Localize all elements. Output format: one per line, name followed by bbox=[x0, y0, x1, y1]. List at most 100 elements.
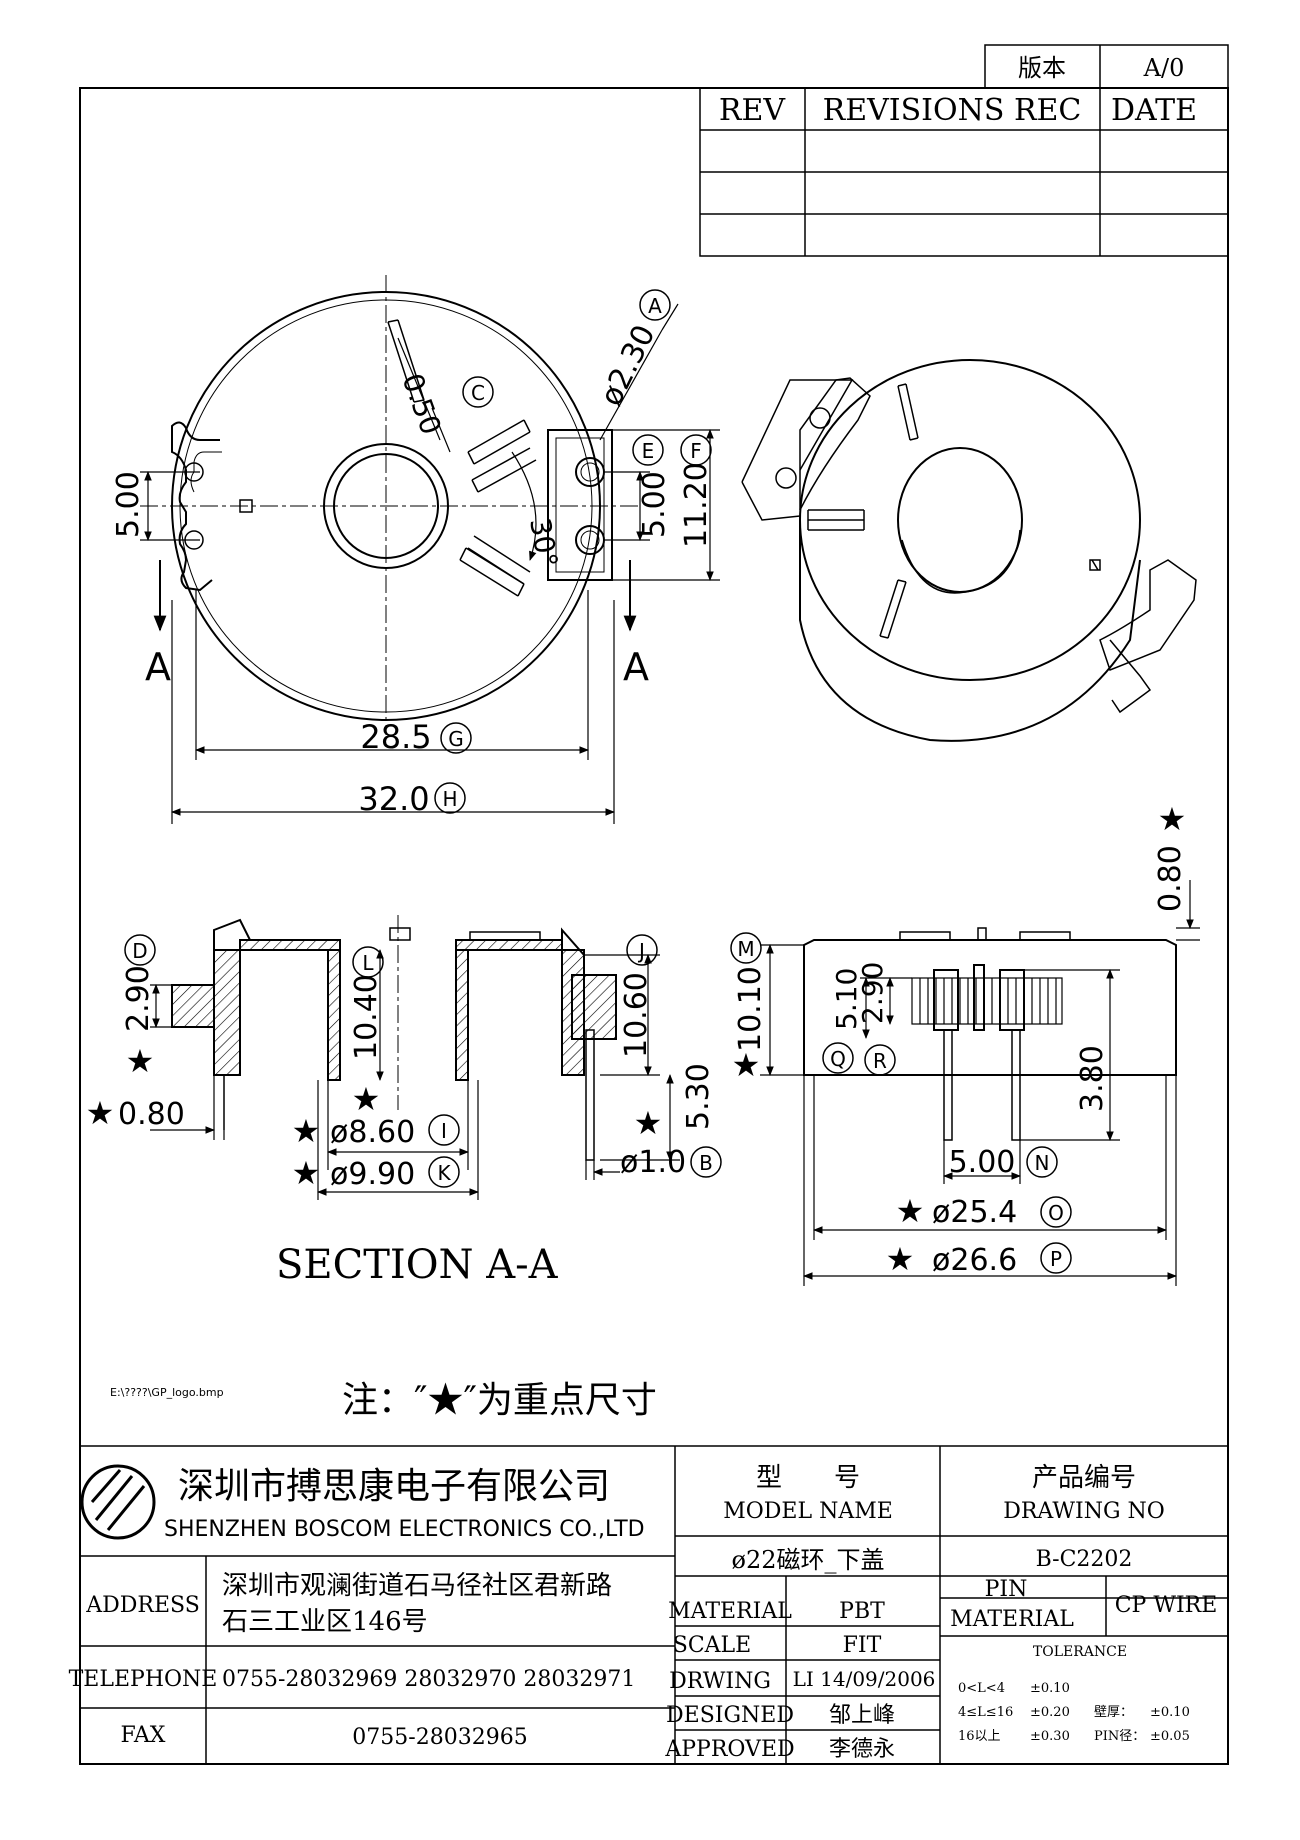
circle-k-marker bbox=[428, 1156, 460, 1188]
side-view bbox=[803, 927, 1177, 1141]
label-circle-h: H bbox=[442, 787, 457, 811]
circle-g-marker bbox=[440, 722, 472, 754]
dim-266: ø26.6 bbox=[932, 1243, 1017, 1278]
dim-500-left: 5.00 bbox=[111, 471, 146, 538]
star-290-left: ★ bbox=[126, 1042, 155, 1080]
model-name-cn: 型 号 bbox=[756, 1463, 860, 1493]
label-circle-m: M bbox=[737, 937, 754, 961]
label-circle-k: K bbox=[437, 1161, 451, 1185]
company-name-en: SHENZHEN BOSCOM ELECTRONICS CO.,LTD bbox=[164, 1517, 645, 1542]
revision-table bbox=[699, 87, 1229, 257]
tol-row1-range: 0<L<4 bbox=[958, 1681, 1005, 1696]
drawing-no-cn: 产品编号 bbox=[1032, 1463, 1136, 1493]
drawing-no-value: B-C2202 bbox=[1036, 1547, 1133, 1572]
tol-row2-range: 4≤L≤16 bbox=[958, 1705, 1013, 1720]
dim-1010: 10.10 bbox=[733, 966, 768, 1052]
tol-row3-pin: PIN径： bbox=[1094, 1729, 1145, 1744]
revisions-rec-header: REVISIONS REC bbox=[823, 93, 1082, 128]
dim-530: 5.30 bbox=[681, 1063, 716, 1130]
circle-b-marker bbox=[690, 1146, 722, 1178]
dim-290-right: 2.90 bbox=[856, 962, 889, 1024]
telephone-value: 0755-28032969 28032970 28032971 bbox=[222, 1667, 635, 1692]
dim-320: 32.0 bbox=[358, 780, 429, 818]
dim-050: 0.50 bbox=[395, 369, 447, 439]
star-10: ★ bbox=[634, 1104, 663, 1142]
star-254: ★ bbox=[896, 1192, 925, 1230]
sheet-border bbox=[79, 87, 1229, 1765]
section-marker-right: A bbox=[623, 645, 649, 689]
circle-i-marker bbox=[428, 1114, 460, 1146]
tol-row2-wall-value: ±0.10 bbox=[1150, 1705, 1190, 1720]
circle-j-marker bbox=[626, 934, 658, 966]
dim-290-left: 2.90 bbox=[121, 965, 156, 1032]
side-view-dimensions bbox=[760, 880, 1200, 1286]
label-circle-a: A bbox=[648, 294, 662, 318]
circle-a-marker bbox=[639, 289, 671, 321]
address-label: ADDRESS bbox=[85, 1593, 200, 1618]
star-1040: ★ bbox=[352, 1080, 381, 1118]
circle-c-marker bbox=[462, 376, 494, 408]
scale-value: FIT bbox=[843, 1633, 882, 1658]
tol-row3-pin-value: ±0.05 bbox=[1150, 1729, 1190, 1744]
section-view bbox=[171, 918, 617, 1161]
company-name-cn: 深圳市搏思康电子有限公司 bbox=[178, 1466, 610, 1507]
circle-n-marker bbox=[1026, 1146, 1058, 1178]
pin-material-label-2: MATERIAL bbox=[950, 1607, 1074, 1632]
label-circle-p: P bbox=[1050, 1247, 1062, 1271]
star-266: ★ bbox=[886, 1240, 915, 1278]
label-circle-l: L bbox=[362, 951, 374, 975]
dim-1040: 10.40 bbox=[349, 974, 384, 1060]
dim-30-angle: 30° bbox=[523, 515, 564, 570]
logo-path: E:\????\GP_logo.bmp bbox=[110, 1386, 224, 1399]
label-circle-j: J bbox=[637, 939, 645, 963]
dim-10: ø1.0 bbox=[620, 1145, 686, 1180]
label-circle-r: R bbox=[873, 1049, 887, 1073]
approved-label: APPROVED bbox=[664, 1737, 794, 1762]
approved-value: 李德永 bbox=[829, 1737, 895, 1762]
tol-row3-value: ±0.30 bbox=[1030, 1729, 1070, 1744]
dim-500-right: 5.00 bbox=[637, 471, 672, 538]
dim-510: 5.10 bbox=[830, 968, 863, 1030]
star-860: ★ bbox=[292, 1112, 321, 1150]
rev-header: REV bbox=[719, 93, 786, 128]
top-view-centerlines bbox=[140, 275, 640, 735]
label-circle-b: B bbox=[699, 1151, 713, 1175]
fax-value: 0755-28032965 bbox=[352, 1725, 527, 1750]
label-circle-e: E bbox=[642, 439, 655, 463]
star-1010: ★ bbox=[732, 1046, 761, 1084]
label-circle-c: C bbox=[471, 381, 485, 405]
pin-material-label-1: PIN bbox=[985, 1577, 1028, 1602]
star-080-left: ★ bbox=[86, 1094, 115, 1132]
label-circle-o: O bbox=[1048, 1201, 1064, 1225]
date-header: DATE bbox=[1111, 93, 1197, 128]
top-view-dimensions bbox=[140, 303, 720, 824]
circle-q-marker bbox=[822, 1042, 854, 1074]
scale-label: SCALE bbox=[673, 1633, 751, 1658]
fax-label: FAX bbox=[121, 1723, 166, 1748]
dim-080-top: 0.80 bbox=[1153, 845, 1188, 912]
tol-row2-wall: 壁厚： bbox=[1094, 1705, 1133, 1720]
tol-row1-value: ±0.10 bbox=[1030, 1681, 1070, 1696]
dim-990: ø9.90 bbox=[330, 1157, 415, 1192]
circle-f-marker bbox=[680, 434, 712, 466]
dim-080-left: 0.80 bbox=[118, 1097, 185, 1132]
star-080-top: ★ bbox=[1158, 800, 1187, 838]
dim-860: ø8.60 bbox=[330, 1115, 415, 1150]
circle-r-marker bbox=[864, 1044, 896, 1076]
circle-h-marker bbox=[434, 782, 466, 814]
dim-254: ø25.4 bbox=[932, 1195, 1017, 1230]
version-box: 版本 A/0 bbox=[984, 44, 1229, 89]
circle-e-marker bbox=[632, 434, 664, 466]
drwing-value: LI 14/09/2006 bbox=[793, 1667, 936, 1691]
dim-pin-dia-a: ø2.30 bbox=[594, 320, 663, 412]
drawing-no-en: DRAWING NO bbox=[1003, 1499, 1165, 1524]
isometric-view bbox=[741, 359, 1197, 742]
model-name-en: MODEL NAME bbox=[723, 1499, 893, 1524]
dim-285: 28.5 bbox=[360, 718, 431, 756]
version-label: 版本 bbox=[1018, 54, 1066, 82]
dim-1060: 10.60 bbox=[619, 972, 654, 1058]
company-logo bbox=[80, 1464, 156, 1540]
tol-row3-range: 16以上 bbox=[958, 1729, 1001, 1744]
dim-1120: 11.20 bbox=[679, 462, 714, 548]
circle-m-marker bbox=[730, 932, 762, 964]
